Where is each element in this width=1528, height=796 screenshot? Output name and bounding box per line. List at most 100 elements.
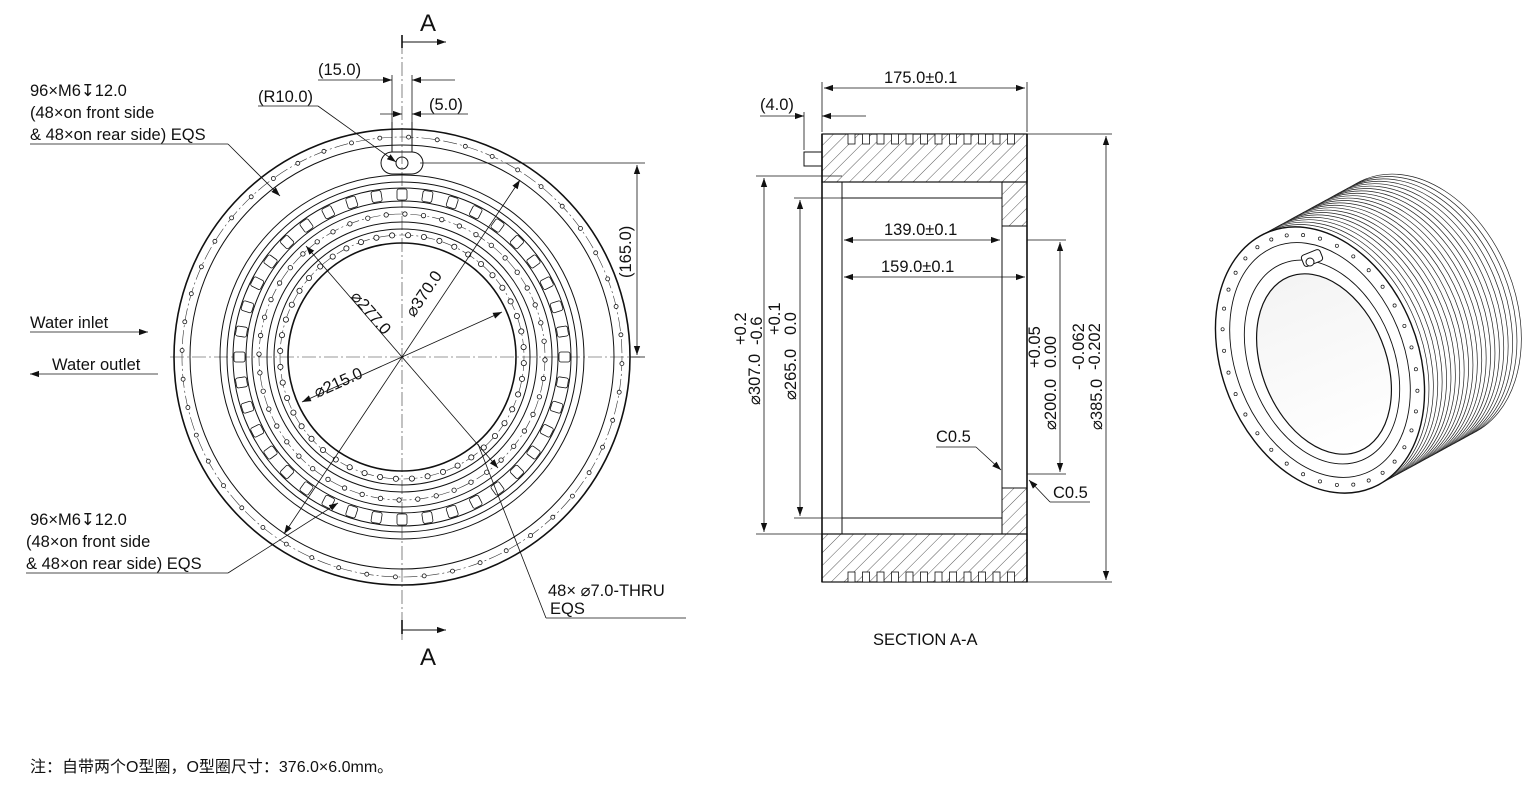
thru-hole [518,328,525,335]
groove [905,133,914,145]
flange-hole [321,148,327,154]
section-right-lip-top [1001,181,1028,227]
thru-hole [477,260,484,267]
cooling-slot [233,351,246,363]
dim-4-label: (4.0) [760,96,794,114]
thru-hole [424,473,431,480]
groove [920,133,928,145]
inner-tapped-hole [538,320,544,326]
inner-tapped-hole [266,406,272,412]
iso-hole [1392,459,1397,464]
flange-hole [179,347,185,353]
flange-hole [586,470,592,476]
flange-hole [229,215,235,221]
flange-hole [248,194,254,200]
dim-15-label: (15.0) [318,61,361,79]
flange-hole [578,225,583,231]
thru-hole [346,464,353,471]
flange-hole [239,505,245,511]
dia-385-label: ⌀385.0 [1088,379,1106,430]
inner-tapped-hole [536,394,543,400]
inner-tapped-hole [365,215,371,221]
flange-hole [450,568,455,574]
inner-tapped-hole [261,314,268,320]
iso-hole [1269,237,1274,242]
flange-hole [559,203,565,209]
dia-215-label: ⌀215.0 [311,364,365,401]
groove [862,571,870,583]
isometric-view [1214,173,1522,494]
iso-hole [1226,287,1231,292]
groove [920,571,928,583]
iso-hole [1301,233,1306,238]
thru-hole [489,272,496,279]
groove [876,571,885,583]
cooling-slot [345,195,359,210]
thru-hole [329,253,336,260]
thru-hole [308,435,315,442]
flange-hole [212,238,218,244]
thru-hole [296,287,303,294]
chamfer-1-label: C0.5 [936,428,971,446]
cooling-grooves-bottom [847,571,1015,583]
thru-hole [509,406,516,413]
cooling-slot [558,351,571,363]
inner-tapped-hole [451,487,457,493]
water-outlet: Water outlet [30,356,158,378]
section-mark-top: A [420,10,436,37]
flange-hole [600,444,605,450]
inner-tapped-hole [268,296,274,303]
inner-tapped-hole [433,493,439,499]
iso-hole [1380,470,1385,475]
flange-hole [349,140,354,146]
iso-hole [1233,392,1238,397]
cooling-slot [396,513,408,526]
inner-tapped-hole [274,423,280,429]
iso-water-port [1300,249,1324,267]
dim-165: (165.0) [420,162,645,358]
holes-top-line-1: 96×M6↧12.0 [30,82,127,100]
inner-tapped-hole [541,338,547,344]
flange-hole [260,525,266,530]
water-inlet: Water inlet [30,314,148,336]
groove [992,133,1001,145]
groove [978,133,986,145]
cooling-slot [539,424,554,438]
groove [978,571,986,583]
thru-hole [454,462,461,469]
iso-hole [1318,479,1322,484]
flange-hole [489,153,495,159]
port-width-dims: (15.0) (5.0) [318,61,468,122]
dia-307-label: ⌀307.0 [746,354,764,405]
inner-tapped-hole [542,357,548,363]
cooling-slot [370,511,383,524]
inner-tapped-hole [524,285,530,291]
iso-hole [1334,482,1339,487]
cooling-slot [240,300,255,314]
iso-hole [1220,327,1225,332]
inner-tapped-hole [396,497,402,503]
iso-hole [1409,345,1414,350]
cooling-slot [240,400,255,414]
thru-hole [439,468,446,475]
cooling-slot [526,254,541,269]
iso-hole [1301,472,1306,477]
dia-277-label: ⌀277.0 [347,288,394,338]
dia-200-label: ⌀200.0 [1042,379,1060,430]
cooling-slot [250,276,265,290]
flange-hole [295,160,301,166]
flange-hole [193,432,199,438]
iso-hole [1402,323,1407,328]
flange-inner-edge [189,144,615,570]
cooling-slot [263,445,278,460]
inner-tapped-hole [284,439,290,445]
groove [963,571,972,583]
flange-hole [188,291,194,297]
dim-165-label: (165.0) [617,226,635,278]
groove [1007,133,1015,145]
flange-hole [616,389,622,395]
inner-tapped-hole [383,212,389,218]
cooling-slot [549,400,564,414]
inner-tapped-hole [325,476,331,482]
